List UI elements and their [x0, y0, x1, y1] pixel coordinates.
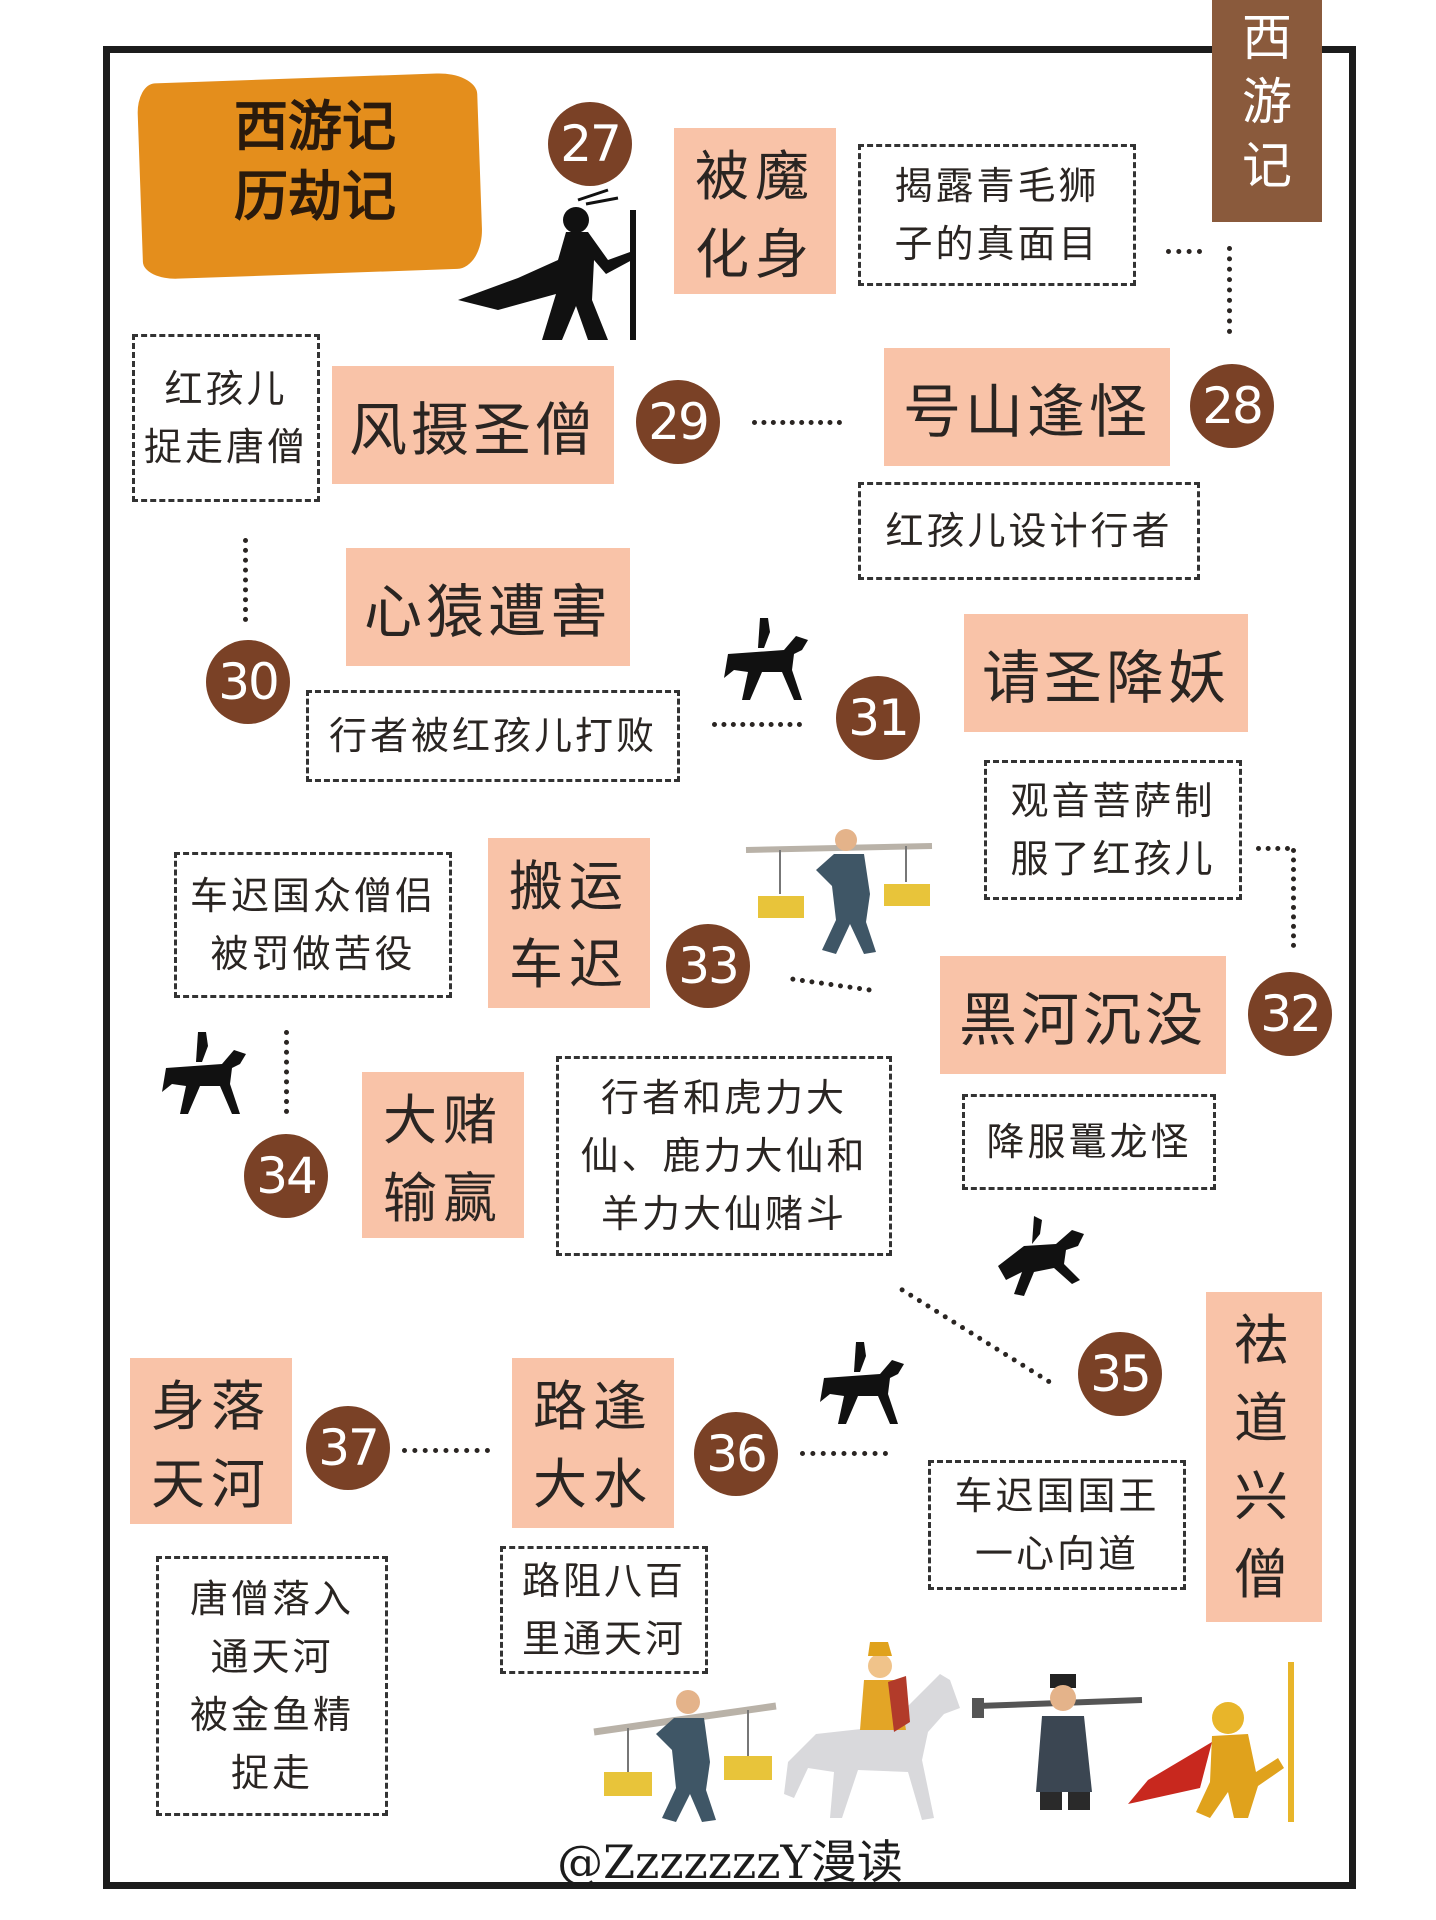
desc-line: 捉走唐僧 [143, 425, 308, 469]
page-title: 西游记 历劫记 [170, 92, 460, 232]
corner-tag-char: 游 [1242, 73, 1292, 131]
episode-desc: 路阻八百 里通天河 [500, 1546, 708, 1674]
desc-line: 路阻八百 [521, 1559, 686, 1603]
desc-line: 红孩儿设计行者 [885, 509, 1173, 553]
episode-number: 27 [548, 102, 632, 186]
desc-line: 红孩儿 [164, 367, 288, 411]
desc-line: 羊力大仙赌斗 [600, 1192, 847, 1236]
desc-line: 捉走 [230, 1751, 313, 1795]
desc-line: 降服鼍龙怪 [986, 1120, 1192, 1164]
episode-desc: 红孩儿设计行者 [858, 482, 1200, 580]
connector-dots [402, 1448, 490, 1453]
horse-rider-icon [162, 1032, 246, 1114]
desc-line: 被金鱼精 [189, 1693, 354, 1737]
connector-dots [243, 538, 248, 622]
title-line: 搬运 [509, 855, 629, 918]
pilgrims-group-icon [593, 1642, 1294, 1822]
episode-desc: 红孩儿 捉走唐僧 [132, 334, 320, 502]
desc-line: 行者和虎力大 [600, 1076, 847, 1120]
connector-dots [1227, 246, 1232, 334]
desc-line: 车迟国众僧侣 [189, 874, 436, 918]
connector-dots [1166, 249, 1202, 254]
episode-title: 身落 天河 [130, 1358, 292, 1524]
title-line: 被魔 [695, 145, 815, 208]
title-line: 大赌 [383, 1089, 503, 1152]
title-line: 历劫记 [234, 165, 396, 228]
corner-tag: 西 游 记 [1212, 0, 1322, 222]
episode-desc: 行者被红孩儿打败 [306, 690, 680, 782]
desc-line: 子的真面目 [894, 222, 1100, 266]
connector-dots [712, 722, 802, 727]
episode-title: 黑河沉没 [940, 956, 1226, 1074]
desc-line: 里通天河 [521, 1617, 686, 1661]
episode-title: 搬运 车迟 [488, 838, 650, 1008]
episode-number: 31 [836, 676, 920, 760]
desc-line: 行者被红孩儿打败 [328, 714, 657, 758]
episode-title: 被魔 化身 [674, 128, 836, 294]
desc-line: 通天河 [210, 1635, 334, 1679]
title-line: 化身 [695, 223, 815, 286]
episode-number: 30 [206, 640, 290, 724]
porter-icon [745, 829, 933, 954]
desc-line: 观音菩萨制 [1010, 779, 1216, 823]
desc-line: 仙、鹿力大仙和 [580, 1134, 868, 1178]
connector-dots [284, 1030, 289, 1114]
episode-title: 请圣降妖 [964, 614, 1248, 732]
title-line: 身落 [151, 1375, 271, 1438]
title-line: 路逢 [533, 1375, 653, 1438]
title-line: 道 [1234, 1387, 1294, 1450]
episode-title: 路逢 大水 [512, 1358, 674, 1528]
episode-number: 29 [636, 380, 720, 464]
desc-line: 被罚做苦役 [210, 932, 416, 976]
corner-tag-char: 西 [1242, 9, 1292, 67]
connector-dots [752, 420, 842, 425]
episode-title: 祛 道 兴 僧 [1206, 1292, 1322, 1622]
episode-desc: 车迟国国王 一心向道 [928, 1460, 1186, 1590]
episode-title: 号山逢怪 [884, 348, 1170, 466]
connector-dots [1256, 846, 1290, 851]
title-line: 天河 [151, 1453, 271, 1516]
watermark: @ZzzzzzzY漫读 [557, 1835, 903, 1889]
title-line: 祛 [1234, 1309, 1294, 1372]
connector-dots [800, 1451, 888, 1456]
episode-number: 36 [694, 1412, 778, 1496]
episode-desc: 揭露青毛狮 子的真面目 [858, 144, 1136, 286]
corner-tag-char: 记 [1242, 137, 1292, 195]
episode-number: 28 [1190, 364, 1274, 448]
episode-title: 心猿遭害 [346, 548, 630, 666]
title-line: 兴 [1234, 1465, 1294, 1528]
episode-number: 34 [244, 1134, 328, 1218]
title-line: 西游记 [234, 95, 396, 158]
title-line: 僧 [1234, 1543, 1294, 1606]
episode-desc: 车迟国众僧侣 被罚做苦役 [174, 852, 452, 998]
episode-title: 大赌 输赢 [362, 1072, 524, 1238]
episode-desc: 降服鼍龙怪 [962, 1094, 1216, 1190]
desc-line: 服了红孩儿 [1010, 837, 1216, 881]
desc-line: 唐僧落入 [189, 1577, 354, 1621]
horse-rider-icon [724, 618, 808, 700]
monkey-silhouette-icon [458, 188, 636, 340]
page-frame [103, 46, 1356, 1889]
episode-number: 33 [666, 924, 750, 1008]
desc-line: 揭露青毛狮 [894, 164, 1100, 208]
horse-rider-icon [820, 1342, 904, 1424]
episode-desc: 观音菩萨制 服了红孩儿 [984, 760, 1242, 900]
episode-number: 37 [306, 1406, 390, 1490]
title-line: 输赢 [383, 1167, 503, 1230]
connector-dots [1291, 848, 1296, 948]
horse-rider-icon [998, 1216, 1084, 1296]
episode-number: 35 [1078, 1332, 1162, 1416]
episode-desc: 唐僧落入 通天河 被金鱼精 捉走 [156, 1556, 388, 1816]
episode-desc: 行者和虎力大 仙、鹿力大仙和 羊力大仙赌斗 [556, 1056, 892, 1256]
desc-line: 车迟国国王 [954, 1474, 1160, 1518]
episode-title: 风摄圣僧 [332, 366, 614, 484]
title-line: 车迟 [509, 933, 629, 996]
episode-number: 32 [1248, 972, 1332, 1056]
desc-line: 一心向道 [974, 1532, 1139, 1576]
title-line: 大水 [533, 1453, 653, 1516]
